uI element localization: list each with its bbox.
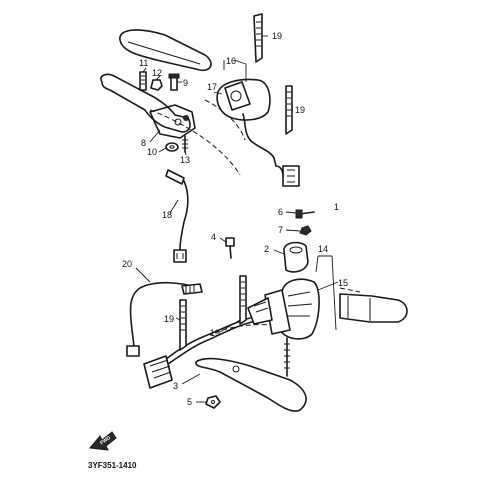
screw-13: [182, 135, 188, 153]
fwd-label: FWD: [99, 435, 112, 447]
callout-19-right: 19: [295, 105, 305, 115]
callout-4: 4: [211, 232, 216, 242]
nut-5: [205, 395, 221, 409]
screw-6: [295, 209, 315, 219]
clutch-lever: [100, 73, 191, 133]
switch-harness: [143, 317, 253, 389]
bolt-4: [225, 237, 235, 259]
callout-7: 7: [278, 225, 283, 235]
callout-2: 2: [264, 244, 269, 254]
cable-band-lower-mid: [239, 275, 247, 325]
brake-lever: [195, 357, 307, 412]
lever-holder: [283, 241, 309, 273]
callout-9: 9: [183, 78, 188, 88]
callout-13: 13: [180, 155, 190, 165]
switch-screw: [284, 337, 290, 377]
callout-20: 20: [122, 259, 132, 269]
callout-16: 16: [226, 56, 236, 66]
callout-8: 8: [141, 138, 146, 148]
bolt-11: [139, 71, 147, 91]
callout-17: 17: [207, 82, 217, 92]
nut-7: [299, 225, 312, 236]
cable-band-lower-left: [179, 299, 187, 351]
callout-18: 18: [162, 210, 172, 220]
washer-10: [165, 142, 179, 152]
callout-6: 6: [278, 207, 283, 217]
callout-19-lower-mid: 19: [210, 328, 220, 338]
left-handlebar: [119, 29, 246, 176]
callout-19-top: 19: [272, 31, 282, 41]
diagram-code: 3YF351-1410: [88, 461, 137, 470]
lever-bracket: [149, 104, 196, 139]
callout-10: 10: [147, 147, 157, 157]
leader-lines: [135, 35, 339, 403]
bolt-9: [168, 73, 180, 91]
cable-band-top: [253, 13, 263, 63]
callout-12: 12: [152, 68, 162, 78]
callout-labels: 11 12 9 8 10 13 16 17 19 19 18 6 7 4 2 1…: [122, 31, 348, 407]
fwd-arrow-icon: FWD: [89, 431, 117, 451]
callout-3: 3: [173, 381, 178, 391]
callout-1: 1: [334, 202, 339, 212]
nut-12: [150, 79, 163, 91]
callout-11: 11: [139, 58, 148, 68]
callout-19-lower-left: 19: [164, 314, 174, 324]
callout-15: 15: [338, 278, 348, 288]
callout-14: 14: [318, 244, 328, 254]
left-handlebar-switch: [216, 78, 300, 187]
front-brake-switch: [247, 278, 320, 340]
brake-switch-lead: [126, 281, 203, 357]
clutch-switch: [165, 169, 189, 263]
callout-5: 5: [187, 397, 192, 407]
cable-band-right: [285, 85, 293, 135]
right-handlebar: [209, 287, 408, 336]
